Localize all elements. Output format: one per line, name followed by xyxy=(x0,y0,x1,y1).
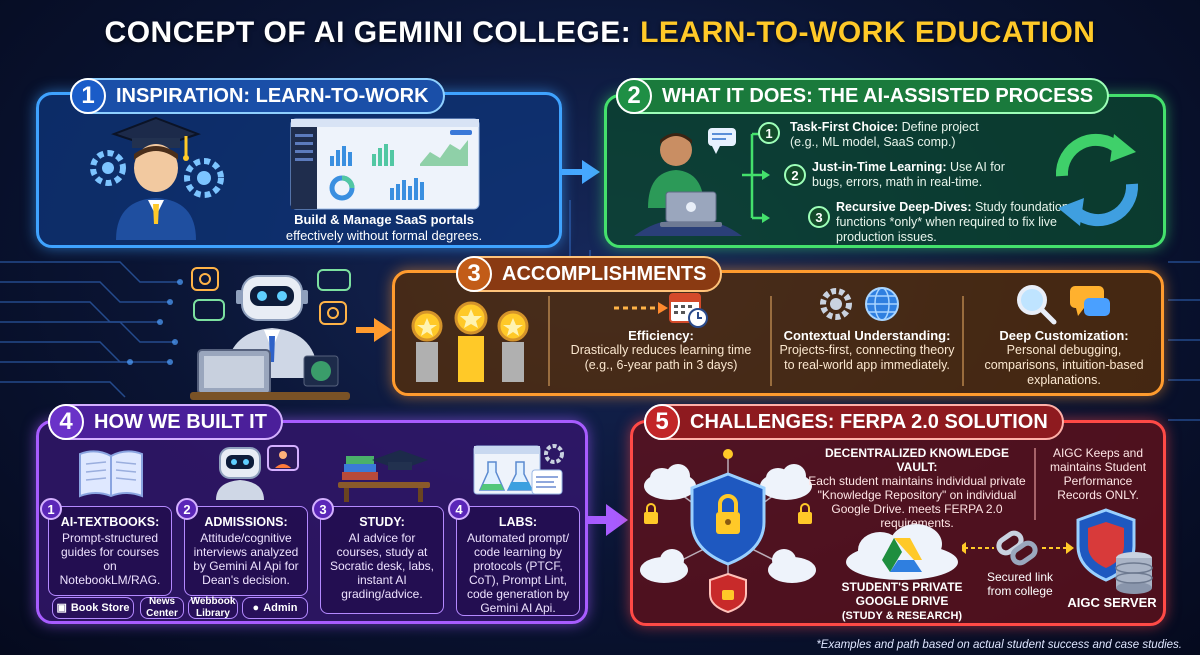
google-drive-icon xyxy=(846,524,958,580)
medal-icon xyxy=(411,301,529,382)
admin-link[interactable]: ●Admin xyxy=(242,597,308,619)
section-title: WHAT IT DOES: THE AI-ASSISTED PROCESS xyxy=(662,84,1094,107)
title-highlight: LEARN-TO-WORK EDUCATION xyxy=(640,16,1096,49)
book-icon xyxy=(79,450,143,498)
cycle-arrows-icon xyxy=(1055,133,1139,227)
divider xyxy=(962,296,964,386)
study-desk-icon xyxy=(338,450,430,502)
aigc-server-label: AIGC SERVER xyxy=(1067,595,1157,610)
section-title: HOW WE BUILT IT xyxy=(94,410,267,433)
chain-link-icon xyxy=(962,530,1074,566)
knowledge-vault-text: DECENTRALIZED KNOWLEDGE VAULT:Each stude… xyxy=(808,446,1026,530)
divider xyxy=(548,296,550,386)
section-title: INSPIRATION: LEARN-TO-WORK xyxy=(116,84,429,107)
robot-icon xyxy=(190,267,351,400)
build-card-admissions: ADMISSIONS:Attitude/cognitive interviews… xyxy=(184,506,308,596)
aigc-note: AIGC Keeps and maintains Student Perform… xyxy=(1049,446,1147,502)
step-number: 3 xyxy=(808,206,830,228)
book-store-link[interactable]: ▣Book Store xyxy=(52,597,134,619)
divider xyxy=(1034,448,1036,520)
cloud-lock-network xyxy=(640,449,816,614)
news-center-link[interactable]: News Center xyxy=(140,596,184,619)
process-header: 2 WHAT IT DOES: THE AI-ASSISTED PROCESS xyxy=(616,78,1110,114)
card-number: 1 xyxy=(40,498,62,520)
build-card-textbooks: AI-TEXTBOOKS:Prompt-structured guides fo… xyxy=(48,506,172,596)
process-step-1: Task-First Choice: Define project (e.g.,… xyxy=(790,120,979,149)
build-card-labs: LABS:Automated prompt/ code learning by … xyxy=(456,506,580,616)
step-number: 1 xyxy=(758,122,780,144)
step-number: 2 xyxy=(784,164,806,186)
inspiration-header: 1 INSPIRATION: LEARN-TO-WORK xyxy=(70,78,445,114)
section-number: 5 xyxy=(644,404,680,440)
section-number: 2 xyxy=(616,78,652,114)
build-card-study: STUDY:AI advice for courses, study at So… xyxy=(320,506,444,614)
dashboard-screenshot xyxy=(290,118,480,210)
accomplishment-customization: Deep Customization:Personal debugging, c… xyxy=(984,328,1144,387)
secured-link-label: Secured link from college xyxy=(986,570,1054,598)
divider xyxy=(770,296,772,386)
student-laptop-icon xyxy=(634,128,742,236)
aigc-server-icon xyxy=(1076,508,1153,594)
card-number: 3 xyxy=(312,498,334,520)
admin-icon: ● xyxy=(252,602,260,614)
webbook-library-link[interactable]: Webbook Library xyxy=(188,596,238,619)
caption-rest: effectively without formal degrees. xyxy=(285,228,483,243)
ferpa-header: 5 CHALLENGES: FERPA 2.0 SOLUTION xyxy=(644,404,1064,440)
lab-flask-icon xyxy=(473,444,564,495)
interview-robot-icon xyxy=(216,445,299,500)
graduate-icon xyxy=(90,116,224,240)
section-number: 1 xyxy=(70,78,106,114)
process-step-2: Just-in-Time Learning: Use AI for bugs, … xyxy=(812,160,1005,189)
magnifier-chat-icon xyxy=(1017,285,1110,325)
page-title: CONCEPT OF AI GEMINI COLLEGE: LEARN-TO-W… xyxy=(0,16,1200,50)
how-we-built-header: 4 HOW WE BUILT IT xyxy=(48,404,283,440)
inspiration-caption: Build & Manage SaaS portals effectively … xyxy=(256,212,512,244)
gear-globe-icon xyxy=(820,287,899,321)
title-prefix: CONCEPT OF AI GEMINI COLLEGE: xyxy=(104,16,641,49)
accomplishments-header: 3 ACCOMPLISHMENTS xyxy=(456,256,723,292)
calendar-clock-icon xyxy=(614,293,708,328)
book-icon: ▣ xyxy=(56,602,67,614)
section-number: 3 xyxy=(456,256,492,292)
section-title: ACCOMPLISHMENTS xyxy=(502,262,707,285)
accomplishment-efficiency: Efficiency:Drastically reduces learning … xyxy=(570,328,752,372)
footnote: *Examples and path based on actual stude… xyxy=(816,639,1182,651)
section-title: CHALLENGES: FERPA 2.0 SOLUTION xyxy=(690,410,1048,433)
process-step-3: Recursive Deep-Dives: Study foundational… xyxy=(836,200,1079,244)
card-number: 2 xyxy=(176,498,198,520)
accomplishment-contextual: Contextual Understanding:Projects-first,… xyxy=(779,328,955,372)
section-number: 4 xyxy=(48,404,84,440)
caption-bold: Build & Manage SaaS portals xyxy=(294,212,474,227)
card-number: 4 xyxy=(448,498,470,520)
